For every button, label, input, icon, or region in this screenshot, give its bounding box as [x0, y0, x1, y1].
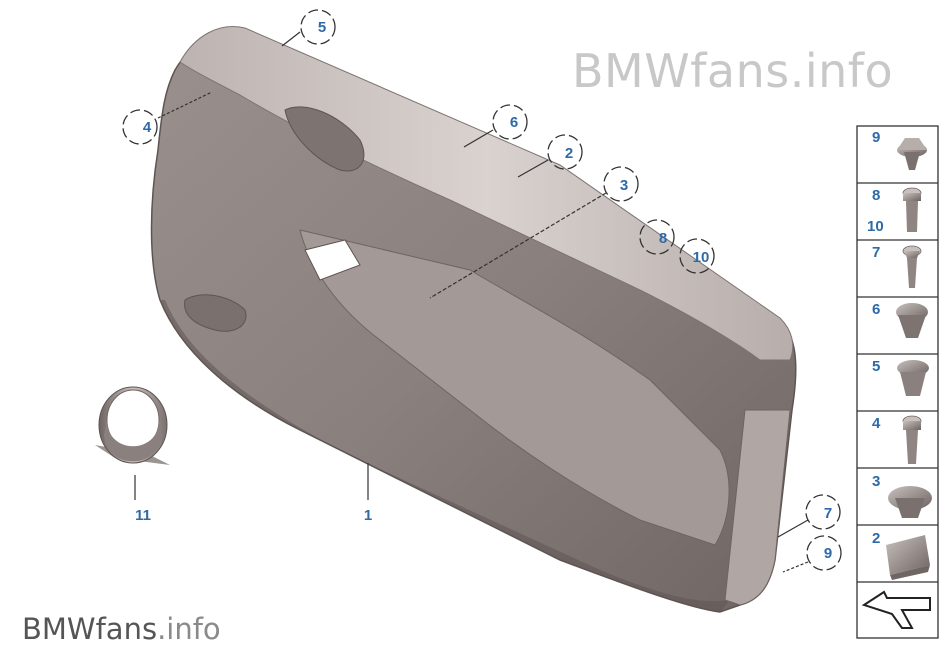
sidebar-item-7: 7 [872, 244, 922, 288]
leader-5 [281, 31, 301, 47]
sidebar-item-4-label: 4 [872, 415, 881, 432]
push-clip-part-6 [896, 303, 928, 338]
screw-part-4 [902, 415, 922, 464]
callout-2-label: 2 [565, 145, 573, 162]
leader-lines [134, 31, 809, 573]
sidebar-item-9: 9 [872, 129, 927, 170]
door-panel-top-rail [179, 26, 794, 361]
sidebar-item-5: 5 [872, 358, 929, 396]
leader-7 [777, 519, 809, 538]
callout-7: 7 [805, 494, 841, 530]
sidebar-item-3-label: 3 [872, 473, 880, 490]
sidebar-item-3: 3 [872, 473, 932, 518]
callout-5-label: 5 [318, 19, 326, 36]
callout-8-label: 8 [659, 230, 667, 247]
door-panel-end-cap [724, 409, 791, 606]
door-panel-armrest [299, 229, 730, 546]
watermark-bottom-brand: BMWfans [22, 612, 158, 646]
sidebar-item-8-label: 8 [872, 187, 880, 204]
callout-2: 2 [547, 134, 583, 170]
sidebar-item-10-label: 10 [867, 218, 884, 235]
clip-part-2 [886, 535, 930, 580]
watermark-top: BMWfans.info [572, 44, 894, 98]
callout-3-label: 3 [620, 177, 628, 194]
callout-6-label: 6 [510, 114, 518, 131]
sidebar-item-6: 6 [872, 301, 928, 338]
callout-4-label: 4 [143, 119, 152, 136]
leader-6 [463, 129, 494, 148]
leader-2 [517, 159, 549, 178]
collar-screw-part [902, 187, 922, 232]
callout-9: 9 [806, 535, 842, 571]
callout-4: 4 [122, 109, 158, 145]
door-panel-handle-cutout [284, 106, 365, 172]
sidebar-item-2-label: 2 [872, 530, 880, 547]
callout-9-label: 9 [824, 545, 832, 562]
callout-1-label: 1 [364, 507, 372, 524]
callout-3: 3 [603, 166, 639, 202]
callout-10: 10 [679, 238, 715, 274]
watermark-bottom: BMWfans.info [22, 612, 221, 646]
callout-11: 11 [135, 507, 151, 524]
leader-9 [782, 561, 809, 573]
spring-nut-part-3 [888, 486, 932, 518]
sound-insulation-ring [95, 386, 170, 465]
ring-front-band [104, 420, 162, 462]
door-trim-panel [150, 26, 797, 613]
sidebar-nav-arrow-icon[interactable] [861, 590, 931, 629]
door-panel-map-pocket [184, 294, 247, 332]
callout-5: 5 [300, 9, 336, 45]
callouts: 1 11 5 4 6 2 3 8 10 [122, 9, 842, 571]
sidebar-item-6-label: 6 [872, 301, 880, 318]
watermark-bottom-suffix: .info [157, 612, 221, 646]
callout-1: 1 [364, 507, 372, 524]
callout-7-label: 7 [824, 505, 832, 522]
sidebar-item-5-label: 5 [872, 358, 880, 375]
expanding-rivet-part [897, 138, 927, 170]
clip-nut-part-5 [897, 360, 929, 396]
sidebar-item-9-label: 9 [872, 129, 880, 146]
sidebar-item-7-label: 7 [872, 244, 880, 261]
sidebar-item-4: 4 [872, 415, 922, 464]
leader-3 [429, 192, 607, 299]
sidebar-item-2: 2 [872, 530, 930, 580]
callout-6: 6 [492, 104, 528, 140]
parts-sidebar: 9 8 10 7 [856, 125, 939, 639]
screw-part-7 [902, 245, 922, 288]
callout-11-label: 11 [135, 507, 151, 524]
callout-8: 8 [639, 219, 675, 255]
callout-10-label: 10 [693, 249, 710, 266]
door-panel-switch-opening [304, 239, 361, 281]
sidebar-item-8-10: 8 10 [867, 187, 922, 235]
